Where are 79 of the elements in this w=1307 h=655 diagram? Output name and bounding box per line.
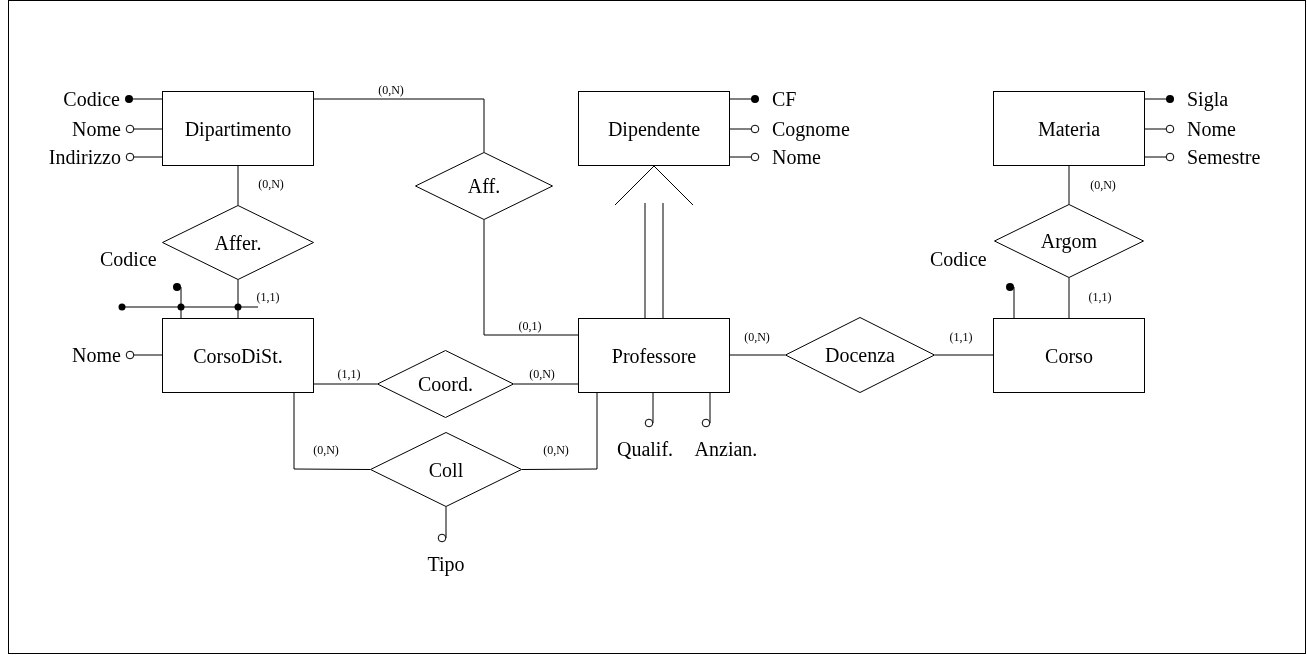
relationship-diamond [162,205,314,280]
relationship-diamond [994,204,1144,278]
attribute-line [729,124,760,134]
attribute-name: Codice [930,249,987,269]
attribute-name: Anzian. [694,439,758,459]
attribute-name: Cognome [772,119,850,139]
relationship-name: Aff. [467,176,501,196]
connector-line [293,392,371,470]
attribute-line [729,152,760,162]
connector-line [729,354,786,356]
relationship-name: Argom [1040,231,1098,251]
attribute-name: Codice [63,89,120,109]
attribute-line [1144,95,1175,103]
cardinality-label: (0,N) [528,368,556,380]
relationship-diamond [415,152,553,220]
attribute-line [1006,283,1015,319]
entity-name: Professore [611,345,697,366]
cardinality-label: (1,1) [948,331,974,343]
cardinality-label: (0,N) [257,178,285,190]
attribute-line [125,95,163,103]
attribute-line [437,506,447,543]
connector-line [521,392,598,470]
attribute-name: Nome [72,345,121,365]
connector-line [313,98,485,153]
attribute-line [125,152,163,162]
cardinality-label: (1,1) [1087,291,1113,303]
connector-line [237,279,239,319]
relationship-name: Affer. [214,232,262,253]
attribute-name: Nome [72,119,121,139]
entity-name: CorsoDiSt. [193,345,283,366]
attribute-name: Indirizzo [48,147,121,167]
relationship-diamond [377,350,514,418]
attribute-name: Semestre [1187,147,1261,167]
relationship-diamond [370,432,522,507]
attribute-name: Sigla [1187,89,1229,109]
entity-box [578,318,730,393]
connector-line [1068,277,1070,319]
attribute-name: Codice [100,249,157,269]
entity-box [578,91,730,166]
attribute-line [125,124,163,134]
attribute-line [173,283,182,319]
attribute-line [1144,152,1175,162]
attribute-line [1144,124,1175,134]
attribute-line [729,95,760,103]
connector-line [313,383,378,385]
relationship-name: Coll [428,459,464,480]
connector-line [1068,165,1070,205]
connector-line [934,354,994,356]
entity-name: Materia [1037,118,1101,139]
cardinality-label: (0,1) [517,320,543,332]
attribute-name: Qualif. [616,439,674,459]
attribute-name: Nome [1187,119,1236,139]
entity-name: Dipartimento [184,118,292,139]
attribute-name: Tipo [427,554,465,574]
cardinality-label: (0,N) [312,444,340,456]
cardinality-label: (0,N) [743,331,771,343]
attribute-name: Nome [772,147,821,167]
entity-box [162,91,314,166]
cardinality-label: (1,1) [255,291,281,303]
relationship-name: Docenza [825,345,895,365]
cardinality-label: (0,N) [542,444,570,456]
attribute-name: CF [772,89,797,109]
attribute-line [125,350,163,360]
entity-box [162,318,314,393]
connector-line [237,165,239,206]
relationship-name: Coord. [418,374,473,394]
cardinality-label: (1,1) [336,368,362,380]
entity-name: Dipendente [607,118,701,139]
relationship-diamond [785,317,935,393]
entity-name: Corso [1045,345,1093,366]
connector-line [483,219,579,336]
attribute-line [701,392,711,428]
attribute-line [644,392,654,428]
entity-box [993,318,1145,393]
generalization-arrow [614,165,694,319]
cardinality-label: (0,N) [377,84,405,96]
connector-line [513,383,579,385]
cardinality-label: (0,N) [1089,179,1117,191]
entity-box [993,91,1145,166]
